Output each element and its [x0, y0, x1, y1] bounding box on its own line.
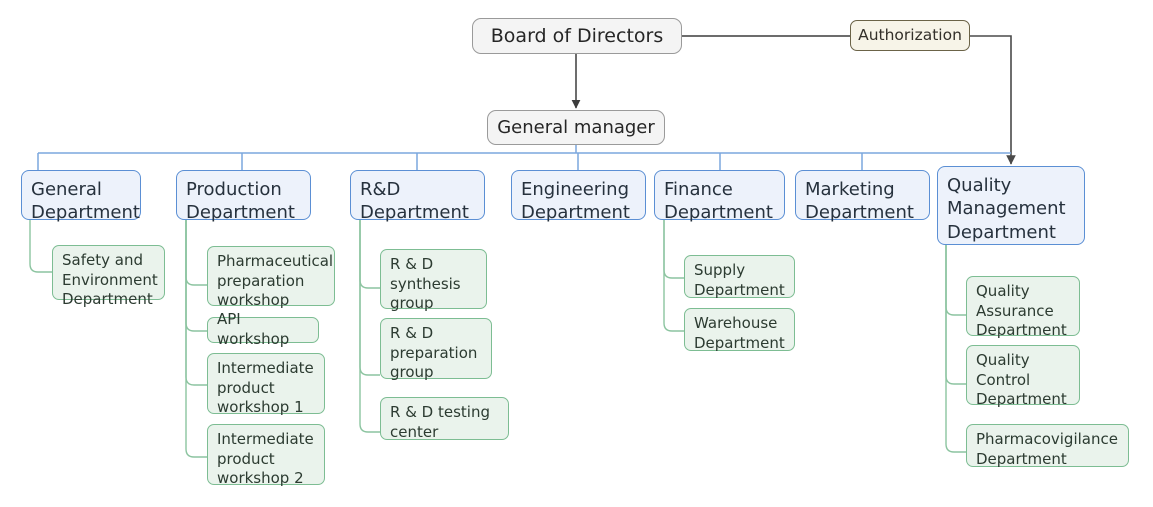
subunit-label: R & D synthesis group — [390, 255, 461, 312]
wire-quality-child-2 — [945, 245, 966, 385]
subunit-supply-department[interactable]: Supply Department — [684, 255, 795, 299]
subunit-pharmaceutical-preparation-workshop[interactable]: Pharmaceutical preparation workshop — [207, 246, 335, 309]
subunit-quality-assurance-department[interactable]: Quality Assurance Department — [966, 276, 1080, 339]
department-engineering[interactable]: Engineering Department — [511, 170, 646, 223]
subunit-label: R & D preparation group — [390, 324, 478, 381]
wire-rd-child-3 — [359, 220, 380, 433]
department-marketing[interactable]: Marketing Department — [795, 170, 930, 223]
subunit-label: Intermediate product workshop 2 — [217, 430, 314, 487]
wire-finance-child-1 — [663, 220, 684, 279]
department-label: Production Department — [186, 179, 295, 224]
wire-general-child-1 — [29, 220, 52, 273]
subunit-rd-preparation-group[interactable]: R & D preparation group — [380, 318, 492, 381]
node-general-manager[interactable]: General manager — [487, 110, 665, 145]
wire-authorization-to-quality — [970, 35, 1016, 165]
department-label: Marketing Department — [805, 179, 914, 224]
subunit-label: Pharmacovigilance Department — [976, 430, 1118, 468]
subunit-safety-environment[interactable]: Safety and Environment Department — [52, 245, 165, 308]
wire-production-child-4 — [185, 220, 207, 458]
subunit-label: Warehouse Department — [694, 314, 785, 352]
department-label: Finance Department — [664, 179, 773, 224]
subunit-api-workshop[interactable]: API workshop — [207, 310, 319, 348]
department-label: Engineering Department — [521, 179, 630, 224]
subunit-intermediate-product-workshop-1[interactable]: Intermediate product workshop 1 — [207, 353, 325, 416]
subunit-label: Safety and Environment Department — [62, 251, 158, 308]
subunit-label: API workshop — [217, 310, 290, 348]
subunit-warehouse-department[interactable]: Warehouse Department — [684, 308, 795, 352]
subunit-rd-synthesis-group[interactable]: R & D synthesis group — [380, 249, 487, 312]
node-label: General manager — [497, 116, 655, 138]
wire-production-child-2 — [185, 220, 207, 332]
subunit-label: Supply Department — [694, 261, 785, 299]
subunit-pharmacovigilance-department[interactable]: Pharmacovigilance Department — [966, 424, 1129, 468]
wire-quality-child-1 — [945, 245, 966, 316]
wire-quality-child-3 — [945, 245, 966, 453]
wire-finance-child-2 — [663, 220, 684, 332]
subunit-rd-testing-center[interactable]: R & D testing center — [380, 397, 509, 441]
department-production[interactable]: Production Department — [176, 170, 311, 223]
subunit-intermediate-product-workshop-2[interactable]: Intermediate product workshop 2 — [207, 424, 325, 487]
wire-production-child-1 — [185, 220, 207, 286]
subunit-label: Quality Assurance Department — [976, 282, 1067, 339]
department-rd[interactable]: R&D Department — [350, 170, 485, 223]
wire-production-child-3 — [185, 220, 207, 386]
department-general[interactable]: General Department — [21, 170, 141, 223]
node-board-of-directors[interactable]: Board of Directors — [472, 18, 682, 54]
department-quality-management[interactable]: Quality Management Department — [937, 166, 1085, 245]
department-label: Quality Management Department — [947, 175, 1066, 243]
node-label: Authorization — [858, 26, 962, 45]
wire-rd-child-1 — [359, 220, 380, 289]
node-label: Board of Directors — [490, 24, 664, 47]
department-finance[interactable]: Finance Department — [654, 170, 785, 223]
subunit-label: Intermediate product workshop 1 — [217, 359, 314, 416]
department-label: General Department — [31, 179, 140, 224]
subunit-label: Quality Control Department — [976, 351, 1067, 408]
wire-rd-child-2 — [359, 220, 380, 376]
subunit-quality-control-department[interactable]: Quality Control Department — [966, 345, 1080, 408]
subunit-label: Pharmaceutical preparation workshop — [217, 252, 334, 309]
node-authorization[interactable]: Authorization — [850, 20, 970, 51]
subunit-label: R & D testing center — [390, 403, 490, 441]
department-label: R&D Department — [360, 179, 469, 224]
